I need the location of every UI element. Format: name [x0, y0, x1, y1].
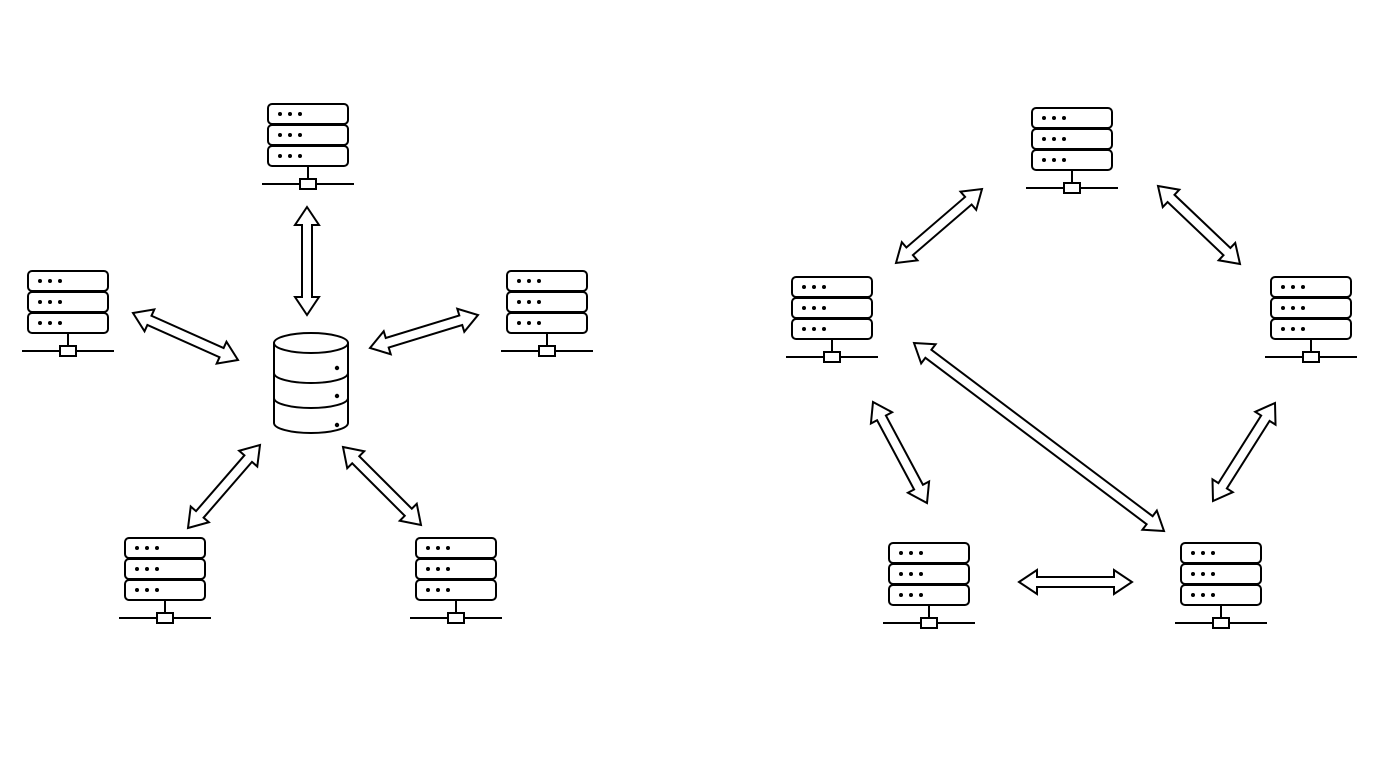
- server-top-icon: [261, 103, 355, 190]
- arrow-server-right-to-server-bottom-right: [1211, 401, 1277, 503]
- server-right-icon: [1264, 276, 1358, 363]
- arrow-server-left-to-database: [131, 308, 240, 365]
- arrow-server-left-to-server-top: [894, 187, 984, 265]
- server-bottom-left-icon: [118, 537, 212, 624]
- arrow-server-left-to-server-bottom-left: [869, 400, 931, 505]
- database-icon: [273, 332, 349, 434]
- arrow-server-bottom-left-to-server-bottom-right: [1017, 568, 1134, 596]
- server-right-icon: [500, 270, 594, 357]
- arrow-server-top-to-database: [293, 205, 321, 317]
- server-bottom-right-icon: [1174, 542, 1268, 629]
- arrow-server-left-to-server-bottom-right: [912, 341, 1166, 533]
- centralized-network: [21, 103, 594, 624]
- server-bottom-left-icon: [882, 542, 976, 629]
- arrow-server-bottom-right-to-database: [341, 445, 423, 527]
- decentralized-network: [785, 107, 1358, 629]
- arrow-server-bottom-left-to-database: [186, 443, 262, 530]
- server-left-icon: [21, 270, 115, 357]
- server-top-icon: [1025, 107, 1119, 194]
- server-left-icon: [785, 276, 879, 363]
- arrow-server-top-to-server-right: [1156, 184, 1242, 266]
- server-bottom-right-icon: [409, 537, 503, 624]
- arrow-server-right-to-database: [368, 307, 480, 356]
